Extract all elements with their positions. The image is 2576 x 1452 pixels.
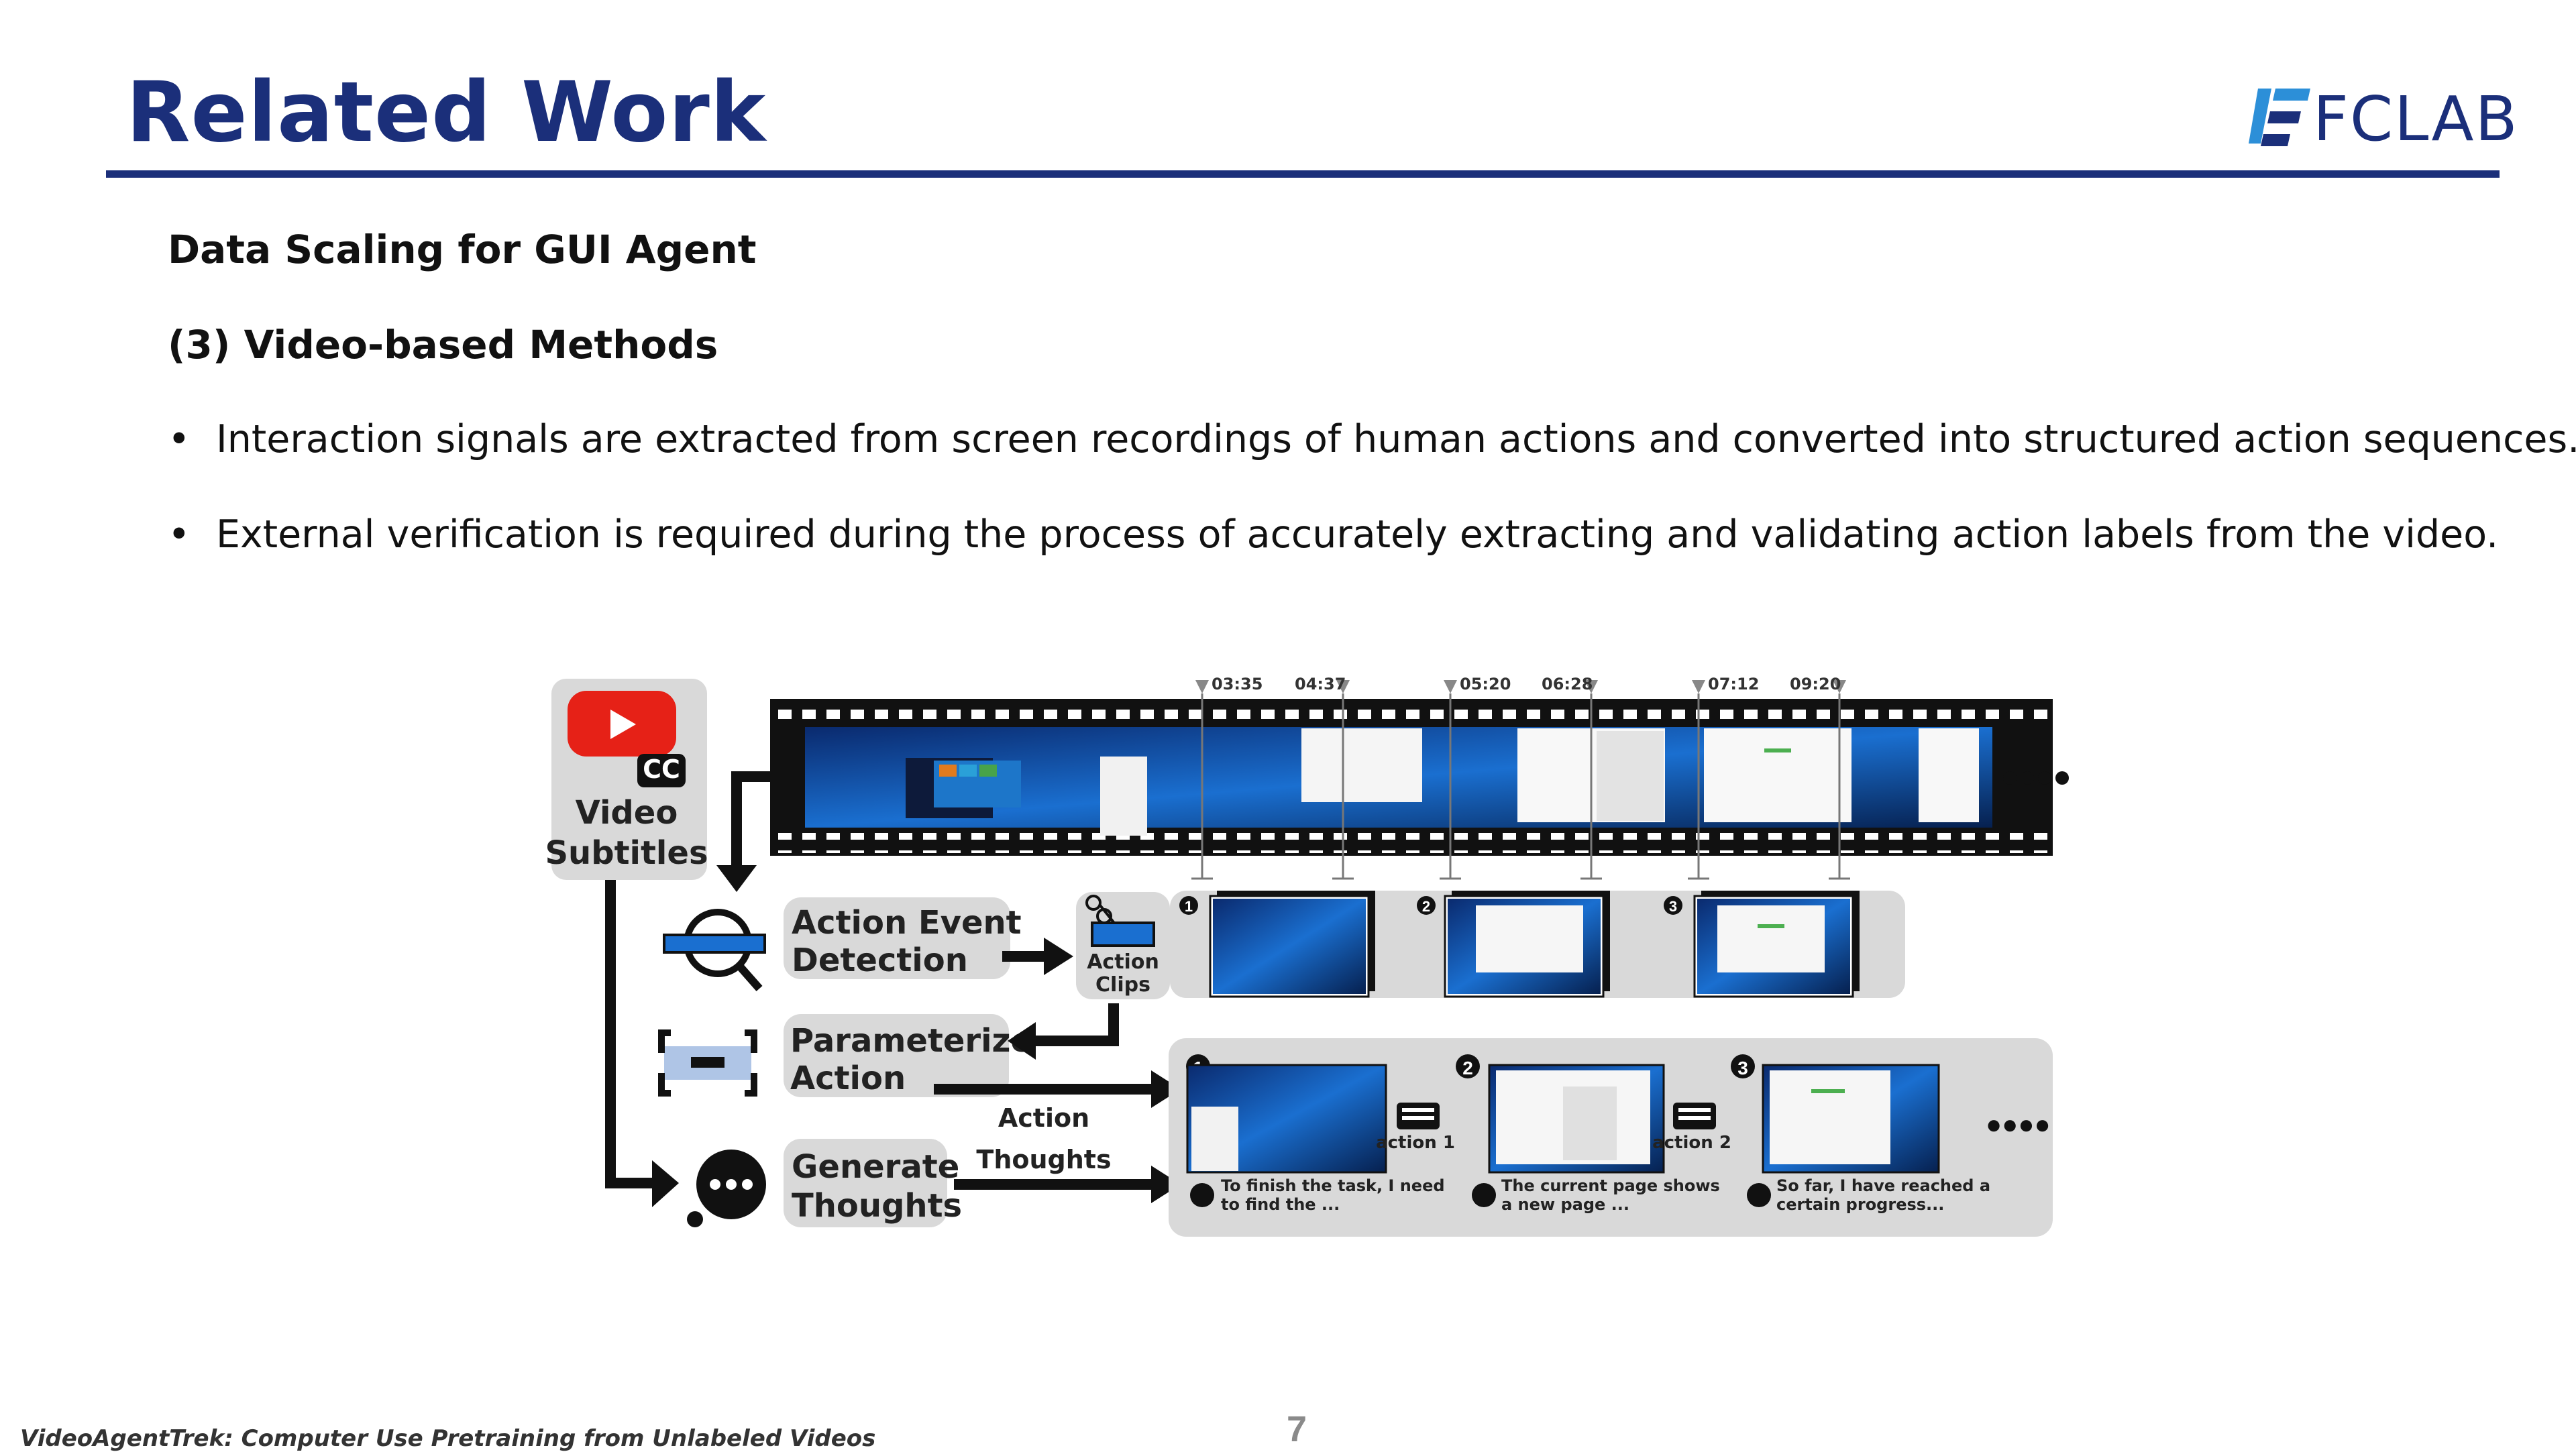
fclab-logo: FCLAB bbox=[2249, 83, 2518, 155]
clips-label: Action bbox=[1087, 950, 1159, 974]
parameterize-label: Parameterize bbox=[790, 1022, 1032, 1060]
thoughts-arrow-label: Thoughts bbox=[976, 1145, 1111, 1174]
thought-caption: a new page ... bbox=[1501, 1195, 1629, 1214]
film-strip bbox=[770, 699, 2069, 856]
detection-label: Action Event bbox=[792, 904, 1022, 942]
cc-label: CC bbox=[643, 755, 680, 784]
cc-icon bbox=[637, 754, 686, 787]
video-source-box: CC Video Subtitles bbox=[545, 679, 708, 880]
clips-label: Clips bbox=[1095, 973, 1150, 997]
bullet-dot: • bbox=[168, 417, 191, 461]
magnifier-icon bbox=[663, 909, 766, 991]
fclab-logo-mark-icon bbox=[2249, 89, 2310, 146]
logo-text: FCLAB bbox=[2313, 83, 2519, 155]
title-divider bbox=[106, 170, 2500, 178]
output-panel: 1 2 3 action 1 action 2 ●●●● T bbox=[1169, 1038, 2053, 1237]
detection-step: Action Event Detection Action Clips bbox=[663, 892, 1170, 999]
bracket-frame-icon bbox=[658, 1029, 757, 1097]
bullet-text: External verification is required during… bbox=[216, 512, 2499, 557]
subtitle: Data Scaling for GUI Agent bbox=[168, 227, 757, 272]
bullet-dot: • bbox=[168, 512, 191, 557]
keyboard-icon bbox=[1673, 1103, 1716, 1129]
bullet-text: Interaction signals are extracted from s… bbox=[216, 417, 2576, 461]
action-label: action 2 bbox=[1652, 1133, 1731, 1153]
subtitles-label: Subtitles bbox=[545, 834, 708, 872]
parameterize-label: Action bbox=[790, 1060, 906, 1097]
detection-label: Detection bbox=[792, 942, 968, 979]
thought-bubble-icon bbox=[687, 1150, 766, 1227]
thought-caption: The current page shows bbox=[1501, 1176, 1720, 1195]
action-label: action 1 bbox=[1376, 1133, 1455, 1153]
video-label: Video bbox=[576, 794, 678, 832]
flow-arrows bbox=[605, 771, 771, 1207]
ellipsis: ●●●● bbox=[1986, 1110, 2051, 1139]
timestamp: 06:28 bbox=[1542, 675, 1593, 693]
keyboard-icon bbox=[1397, 1103, 1440, 1129]
parameterize-step: Parameterize Action Action bbox=[658, 1003, 1181, 1133]
clip-number: 2 bbox=[1462, 1058, 1473, 1078]
generate-thoughts-step: Generate Thoughts Thoughts bbox=[687, 1139, 1181, 1227]
action-clips-panel: 1 2 3 bbox=[1170, 891, 1905, 998]
clip-number: 1 bbox=[1185, 898, 1193, 915]
clip-number: 3 bbox=[1669, 898, 1677, 915]
clip-number: 3 bbox=[1737, 1058, 1748, 1078]
section-heading: (3) Video-based Methods bbox=[168, 322, 718, 368]
timestamp: 05:20 bbox=[1460, 675, 1511, 693]
timestamp-markers: 03:35 04:37 05:20 06:28 07:12 09:20 bbox=[1191, 675, 1850, 880]
timestamp: 09:20 bbox=[1790, 675, 1841, 693]
slide-title: Related Work bbox=[126, 64, 767, 161]
timestamp: 07:12 bbox=[1708, 675, 1759, 693]
page-number: 7 bbox=[1287, 1409, 1307, 1449]
timestamp: 03:35 bbox=[1212, 675, 1263, 693]
clip-number: 2 bbox=[1422, 898, 1430, 915]
thought-caption: to find the ... bbox=[1221, 1195, 1340, 1214]
action-arrow-label: Action bbox=[998, 1103, 1089, 1133]
thought-caption: So far, I have reached a bbox=[1776, 1176, 1990, 1195]
thought-caption: To finish the task, I need bbox=[1221, 1176, 1445, 1195]
generate-label: Generate bbox=[792, 1148, 959, 1186]
generate-label: Thoughts bbox=[792, 1187, 962, 1225]
footer-citation: VideoAgentTrek: Computer Use Pretraining… bbox=[20, 1425, 876, 1452]
thought-caption: certain progress... bbox=[1776, 1195, 1944, 1214]
timestamp: 04:37 bbox=[1295, 675, 1346, 693]
